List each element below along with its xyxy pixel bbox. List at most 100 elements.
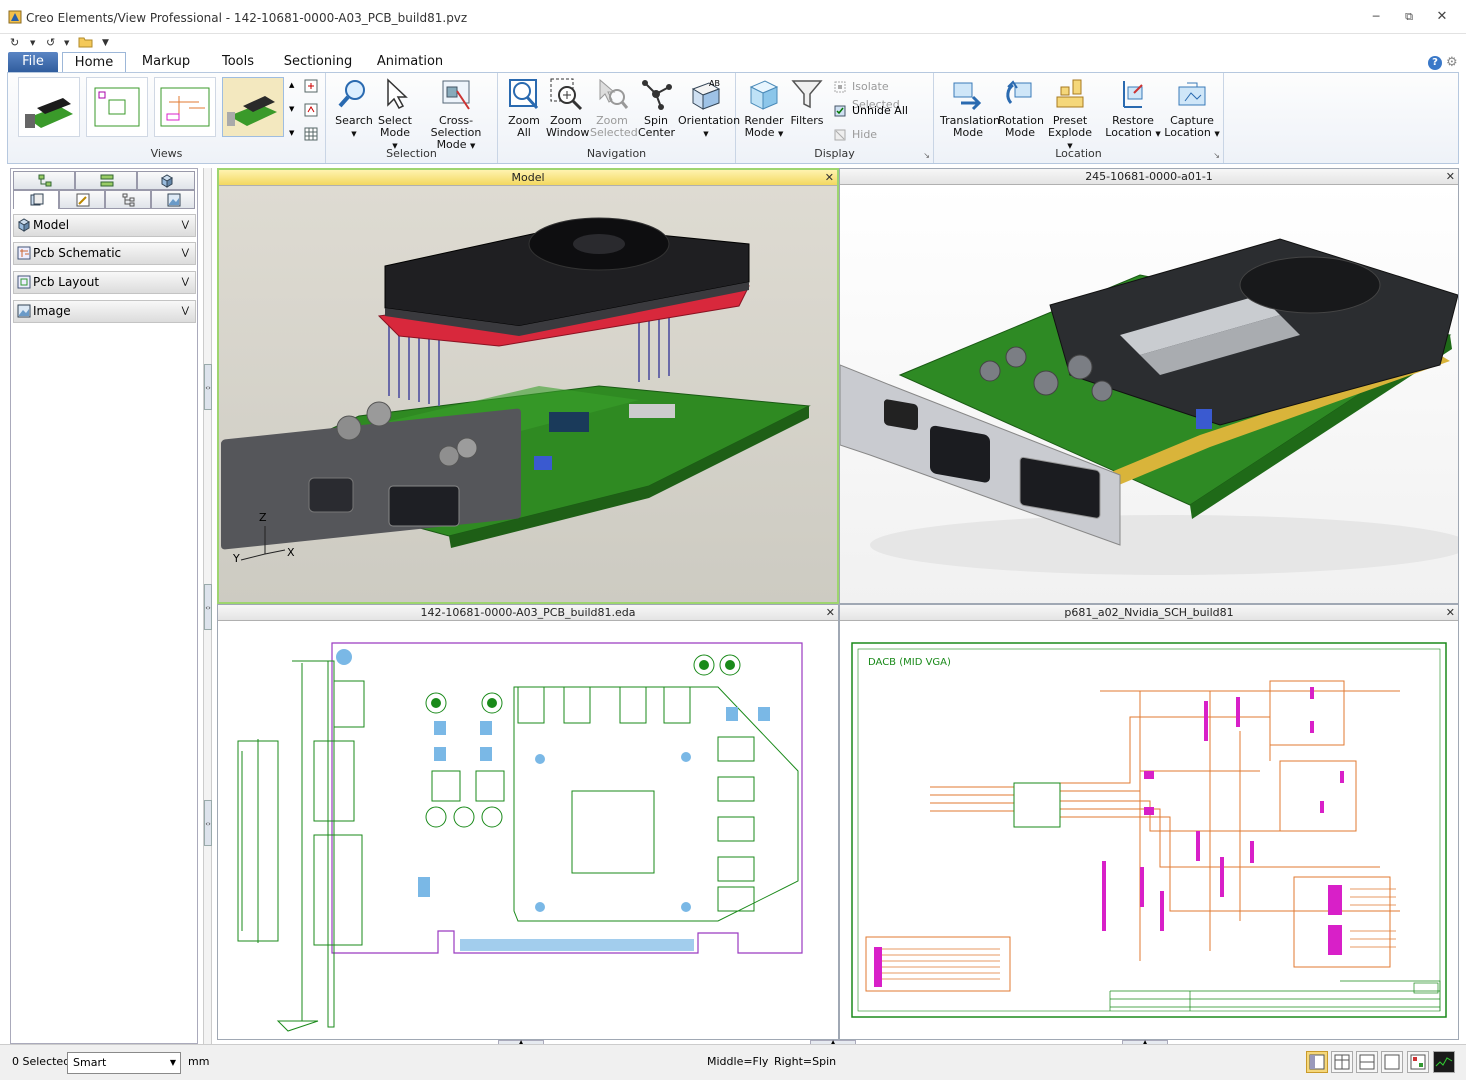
undo-dropdown-icon[interactable]: ▼ — [64, 39, 70, 47]
section-image[interactable]: Image ⋁ — [13, 300, 196, 323]
panel-tab-hierarchy[interactable] — [105, 190, 151, 209]
collapse-handle[interactable]: ‹› — [204, 800, 212, 846]
redo-dropdown-icon[interactable]: ▼ — [30, 39, 36, 47]
image-view[interactable] — [840, 185, 1458, 603]
tab-file[interactable]: File — [8, 52, 58, 73]
app-icon — [8, 10, 22, 24]
section-model[interactable]: Model ⋁ — [13, 214, 196, 237]
view-add-icon[interactable] — [304, 79, 318, 93]
view-thumbnail-layout[interactable] — [86, 77, 148, 137]
group-views: ▲ ▼ ▼ Views — [8, 73, 326, 163]
pencil-icon — [76, 193, 90, 207]
performance-monitor-icon[interactable] — [1433, 1051, 1455, 1073]
search-button[interactable]: Search▼ — [334, 77, 374, 140]
location-dialog-launcher-icon[interactable]: ↘ — [1213, 151, 1220, 160]
views-more-icon[interactable]: ▼ — [289, 129, 295, 137]
panel-tab-markup[interactable] — [59, 190, 105, 209]
help-icon[interactable]: ? — [1428, 56, 1442, 70]
image-icon — [17, 304, 31, 318]
redo-icon[interactable]: ↻ — [10, 36, 20, 49]
minimize-icon[interactable]: ─ — [1372, 10, 1380, 23]
image-icon — [167, 193, 181, 207]
chevron-down-icon: ⋁ — [181, 277, 189, 287]
schematic-canvas: DACB (MID VGA) — [851, 642, 1447, 1018]
view-thumbnail-schematic[interactable] — [154, 77, 216, 137]
view-thumbnail-image[interactable] — [222, 77, 284, 137]
viewport-schematic[interactable]: p681_a02_Nvidia_SCH_build81✕ DACB (MID V… — [839, 604, 1459, 1040]
layout-icon — [17, 275, 31, 289]
views-scroll-down-icon[interactable]: ▼ — [289, 105, 295, 113]
collapse-handle[interactable]: ‹› — [204, 364, 212, 410]
panel-tab-model-tree[interactable] — [13, 171, 75, 190]
panel-tab-images[interactable] — [151, 190, 195, 209]
viewport-model[interactable]: Model✕ Z Y X — [217, 168, 839, 604]
tab-animation[interactable]: Animation — [376, 54, 444, 69]
svg-text:AB: AB — [709, 79, 720, 88]
collapse-handle[interactable]: ‹› — [204, 584, 212, 630]
views-scroll-up-icon[interactable]: ▲ — [289, 81, 295, 89]
schematic-drawing[interactable]: DACB (MID VGA) — [840, 621, 1458, 1039]
panel-tab-3d[interactable] — [137, 171, 195, 190]
chevron-down-icon: ⋁ — [181, 306, 189, 316]
hide-button[interactable]: Hide — [832, 126, 877, 144]
restore-icon[interactable]: ⧉ — [1405, 10, 1413, 23]
chevron-down-icon: ⋁ — [181, 248, 189, 258]
view-grid-icon[interactable] — [304, 127, 318, 141]
isolate-selected-button[interactable]: Isolate Selected — [832, 78, 933, 111]
unhide-all-button[interactable]: Unhide All — [832, 102, 908, 120]
graphics-card-photo — [840, 238, 1458, 575]
filters-button[interactable]: Filters — [788, 77, 826, 127]
section-pcb-schematic[interactable]: Pcb Schematic ⋁ — [13, 242, 196, 265]
selection-mode-dropdown[interactable]: Smart ▼ — [67, 1052, 181, 1074]
panel-tab-content[interactable] — [13, 190, 59, 209]
layout-full-icon[interactable] — [1381, 1051, 1403, 1073]
display-dialog-launcher-icon[interactable]: ↘ — [923, 151, 930, 160]
rotation-arrow-icon — [1006, 80, 1032, 105]
pcb-layout-drawing[interactable] — [218, 621, 838, 1039]
close-icon[interactable]: ✕ — [824, 171, 834, 184]
layout-tile-icon[interactable] — [1407, 1051, 1429, 1073]
layout-split-horizontal-icon[interactable] — [1356, 1051, 1378, 1073]
tab-tools[interactable]: Tools — [221, 54, 255, 69]
layout-split-vertical-icon[interactable] — [1331, 1051, 1353, 1073]
hierarchy-icon — [122, 193, 135, 207]
tab-home[interactable]: Home — [62, 52, 126, 73]
preset-explode-icon — [1056, 79, 1084, 108]
panel-tab-structure[interactable] — [75, 171, 137, 190]
navigation-group-label: Navigation — [586, 147, 647, 160]
panel-splitter[interactable]: ‹› ‹› ‹› — [203, 168, 212, 1044]
undo-icon[interactable]: ↺ — [46, 36, 56, 49]
close-icon[interactable]: ✕ — [1445, 170, 1455, 183]
tab-markup[interactable]: Markup — [141, 54, 191, 69]
view-thumbnail-model[interactable] — [18, 77, 80, 137]
customize-qat-icon[interactable]: ▼ — [102, 38, 109, 48]
close-icon[interactable]: ✕ — [1445, 606, 1455, 619]
viewport-title: p681_a02_Nvidia_SCH_build81✕ — [840, 605, 1458, 621]
section-pcb-layout[interactable]: Pcb Layout ⋁ — [13, 271, 196, 294]
open-folder-icon[interactable] — [78, 35, 94, 49]
close-icon[interactable]: ✕ — [1436, 9, 1448, 24]
tab-sectioning[interactable]: Sectioning — [283, 54, 353, 69]
cursor-arrow-icon — [387, 78, 408, 109]
axis-label-z: Z — [259, 511, 267, 524]
viewport-pcb-layout[interactable]: 142-10681-0000-A03_PCB_build81.eda✕ — [217, 604, 839, 1040]
orientation-button[interactable]: AB Orientation▼ — [678, 79, 741, 138]
layout-single-icon[interactable] — [1306, 1051, 1328, 1073]
view-update-icon[interactable] — [304, 103, 318, 117]
model-3d-view[interactable]: Z Y X — [219, 186, 837, 602]
settings-gear-icon[interactable]: ⚙ — [1446, 55, 1458, 70]
viewport-image[interactable]: 245-10681-0000-a01-1✕ — [839, 168, 1459, 604]
close-icon[interactable]: ✕ — [825, 606, 835, 619]
